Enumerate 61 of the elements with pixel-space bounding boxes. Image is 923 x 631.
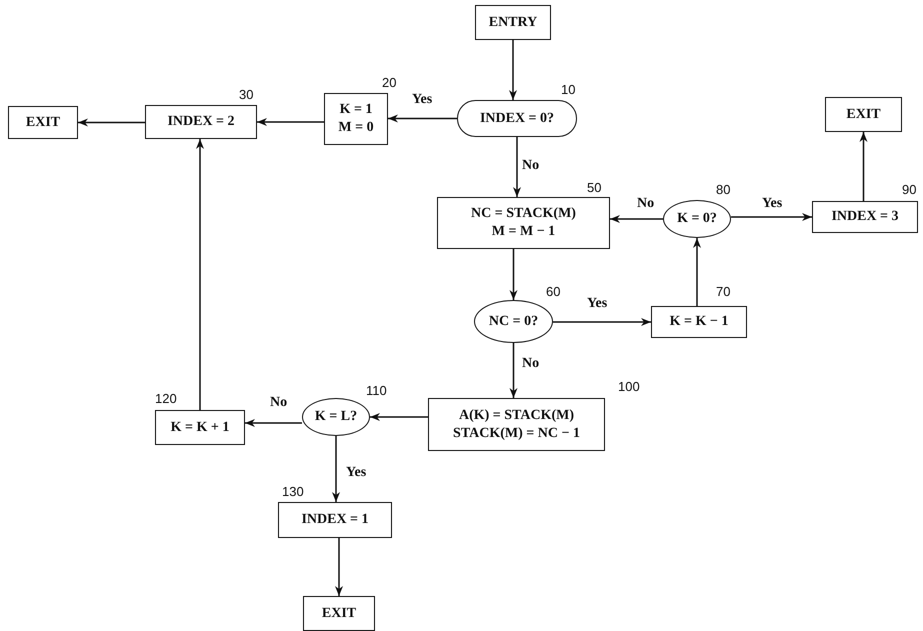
arrow bbox=[731, 213, 812, 221]
arrow bbox=[610, 215, 663, 223]
node-text: NC = 0? bbox=[488, 312, 538, 330]
step-number: 100 bbox=[618, 379, 640, 394]
arrow bbox=[513, 137, 521, 197]
process-box bbox=[437, 197, 610, 249]
step-number: 90 bbox=[902, 182, 916, 197]
node-text: NC = STACK(M) bbox=[471, 205, 576, 223]
node-text: EXIT bbox=[846, 106, 881, 124]
arrow bbox=[332, 436, 340, 502]
node-text: INDEX = 1 bbox=[301, 511, 369, 529]
step-number: 130 bbox=[282, 484, 304, 499]
process-box bbox=[428, 398, 605, 451]
process-box bbox=[278, 502, 392, 538]
step-number: 50 bbox=[587, 180, 602, 195]
node-text: K = 1 bbox=[340, 101, 372, 119]
arrow bbox=[196, 139, 204, 410]
node-text: K = K + 1 bbox=[170, 418, 230, 436]
terminal-box bbox=[475, 5, 551, 40]
step-number: 30 bbox=[239, 87, 254, 102]
arrow bbox=[860, 132, 868, 201]
step-number: 80 bbox=[716, 182, 730, 197]
process-box bbox=[155, 410, 245, 445]
arrow bbox=[257, 118, 324, 126]
decision-box bbox=[457, 100, 577, 137]
terminal-box bbox=[303, 596, 375, 631]
step-number: 60 bbox=[546, 284, 560, 299]
node-text: A(K) = STACK(M) bbox=[458, 406, 574, 424]
node-text: STACK(M) = NC − 1 bbox=[453, 424, 580, 442]
terminal-box bbox=[8, 106, 78, 139]
step-number: 20 bbox=[382, 75, 396, 90]
arrow bbox=[510, 343, 518, 398]
process-box bbox=[145, 105, 257, 139]
process-box bbox=[324, 93, 388, 145]
step-number: 110 bbox=[366, 383, 387, 398]
arrow bbox=[509, 40, 517, 100]
terminal-box bbox=[825, 97, 902, 132]
node-text: INDEX = 2 bbox=[167, 113, 235, 131]
process-box bbox=[651, 306, 747, 338]
node-text: K = K − 1 bbox=[670, 313, 728, 331]
arrow bbox=[370, 413, 428, 421]
node-text: ENTRY bbox=[488, 14, 538, 32]
arrow bbox=[693, 238, 701, 306]
arrow bbox=[78, 118, 145, 126]
step-number: 10 bbox=[561, 82, 576, 97]
arrow bbox=[553, 318, 651, 326]
arrow bbox=[245, 419, 302, 427]
node-text: K = L? bbox=[314, 408, 358, 426]
node-text: EXIT bbox=[322, 604, 356, 622]
node-text: INDEX = 0? bbox=[480, 110, 554, 128]
arrow bbox=[335, 538, 343, 596]
node-text: INDEX = 3 bbox=[831, 208, 899, 226]
step-number: 70 bbox=[716, 284, 730, 299]
node-text: M = 0 bbox=[338, 119, 374, 137]
process-box bbox=[812, 201, 918, 233]
node-text: EXIT bbox=[26, 114, 60, 132]
node-text: M = M − 1 bbox=[492, 223, 556, 241]
node-text: K = 0? bbox=[677, 210, 717, 228]
arrow bbox=[510, 249, 518, 300]
step-number: 120 bbox=[155, 391, 177, 406]
arrow bbox=[388, 114, 457, 122]
